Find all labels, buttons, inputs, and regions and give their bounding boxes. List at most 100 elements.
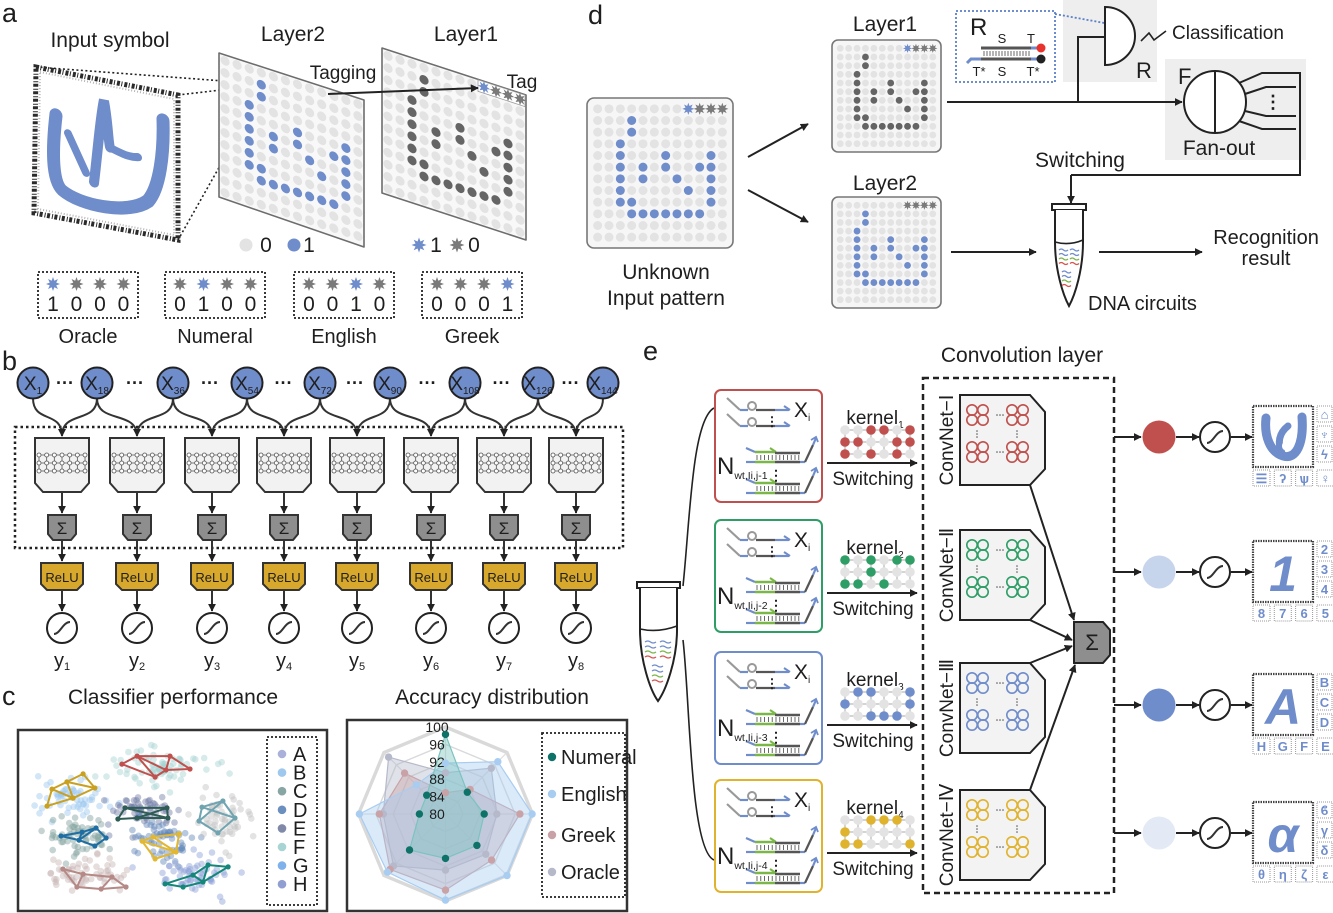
lattice-node — [44, 452, 50, 458]
grid-dot-inactive — [912, 296, 920, 304]
scatter-point — [36, 810, 43, 817]
convnet-neuron — [1016, 548, 1029, 561]
input-wire — [208, 397, 248, 437]
panel-label-a: a — [2, 0, 18, 28]
grid-dot-inactive — [717, 162, 727, 172]
tag-star-inactive-icon — [449, 237, 465, 253]
input-node-label: X126 — [523, 374, 553, 397]
grid-dot-inactive — [836, 219, 844, 226]
grid-dot-inactive — [317, 111, 327, 122]
scatter-point — [129, 864, 136, 871]
grid-dot-inactive — [862, 201, 869, 209]
grid-dot-inactive — [717, 197, 727, 207]
lattice-node — [201, 468, 207, 474]
grid-dot-inactive — [845, 279, 853, 286]
radar-point-numeral — [441, 730, 450, 739]
grid-dot-inactive — [845, 296, 853, 304]
scatter-point — [200, 754, 208, 762]
grid-dot-inactive — [455, 195, 465, 206]
grid-dot-inactive — [383, 99, 393, 110]
toehold-segment — [811, 858, 818, 867]
scatter-point — [163, 876, 170, 883]
tag-code-digit: 1 — [47, 293, 59, 316]
strand-arrowhead-icon — [769, 837, 777, 843]
grid-dot-inactive — [878, 140, 886, 148]
scatter-point — [135, 832, 142, 840]
input-node-circle — [373, 366, 407, 400]
scatter-point — [92, 789, 99, 797]
grid-dot-inactive — [904, 236, 911, 244]
panel-label-b: b — [2, 346, 17, 376]
grid-dot-inactive — [836, 253, 844, 261]
grid-dot-inactive — [395, 175, 405, 186]
graph-node — [205, 862, 211, 868]
input-wire — [572, 397, 604, 437]
tag-code-name: Numeral — [177, 326, 253, 348]
grid-dot-active — [341, 143, 351, 153]
toehold-segment — [745, 576, 756, 584]
candidate-box — [1295, 865, 1314, 883]
grid-dot-inactive — [649, 174, 659, 184]
lattice-node — [420, 468, 426, 474]
grid-dot-inactive — [638, 232, 648, 242]
scatter-point — [96, 802, 103, 810]
grid-dot-active — [862, 279, 869, 286]
grid-dot-inactive — [317, 135, 327, 146]
scatter-legend-item: G — [277, 856, 309, 878]
kernel-weight-active — [866, 567, 876, 577]
grid-dot-inactive — [929, 131, 937, 139]
relu-label: ReLU — [120, 570, 153, 585]
scatter-point — [246, 811, 254, 818]
grid-dot-inactive — [515, 227, 525, 237]
kernel-label: kernel4 — [846, 798, 904, 821]
lattice-node — [194, 460, 200, 466]
radar-tick-label: 84 — [429, 789, 445, 805]
grid-dot-active — [407, 131, 417, 142]
scatter-point — [249, 832, 257, 840]
grid-dot-inactive — [220, 92, 230, 102]
strand-arrowhead-icon — [783, 421, 791, 427]
ellipsis-dot — [996, 682, 998, 684]
convnet-to-sum-line — [1029, 644, 1073, 664]
tagging-arrow — [327, 84, 479, 95]
lattice-node — [354, 468, 360, 474]
scatter-point — [75, 860, 83, 868]
scatter-point — [91, 832, 99, 839]
graph-edge — [78, 839, 96, 847]
strand-arrowhead-icon — [769, 447, 777, 453]
kernel-weight-active — [879, 579, 889, 589]
input-species-label-subscript: i — [808, 675, 810, 686]
lattice-node — [558, 468, 564, 474]
grid-dot-inactive — [503, 126, 513, 137]
grid-dot-inactive — [353, 171, 363, 181]
relu-node — [409, 562, 453, 591]
scatter-point — [161, 760, 168, 767]
grid-dot-inactive — [870, 131, 878, 139]
lattice-node — [44, 468, 50, 474]
grid-dot-inactive — [593, 104, 603, 114]
lattice-node — [377, 468, 383, 474]
graph-node — [109, 874, 115, 880]
scatter-point — [63, 786, 70, 793]
dna-strand-icon — [1058, 257, 1069, 261]
grid-dot-inactive — [836, 131, 844, 139]
input-wire — [172, 397, 216, 437]
grid-dot-active — [887, 244, 895, 252]
grid-dot-inactive — [268, 155, 278, 166]
scatter-point — [218, 815, 226, 823]
scatter-legend-item: D — [277, 800, 307, 822]
grid-dot-inactive — [845, 122, 853, 130]
lattice-node — [339, 468, 345, 474]
grid-dot-inactive — [329, 127, 339, 138]
scatter-point — [43, 781, 50, 789]
fanout-output-wire — [1244, 86, 1296, 95]
grid-dot-inactive — [593, 116, 603, 125]
grid-dot-inactive — [661, 104, 671, 114]
kernel-label-subscript: 2 — [898, 550, 904, 561]
radar-point-greek — [400, 769, 409, 777]
lattice-node — [516, 452, 522, 458]
lattice-node — [588, 468, 594, 474]
kernel-weight-inactive — [892, 827, 902, 837]
